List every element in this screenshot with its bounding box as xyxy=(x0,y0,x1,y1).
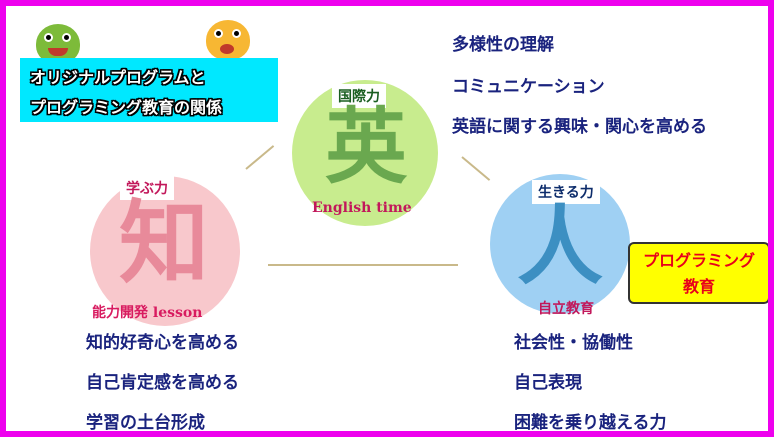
connector-line-left xyxy=(245,145,275,170)
human-subtitle: 自立教育 xyxy=(538,301,594,317)
top-point-2: コミュニケーション xyxy=(452,77,605,97)
left-point-1: 知的好奇心を高める xyxy=(86,333,239,353)
knowledge-subtitle: 能力開発 lesson xyxy=(92,305,203,321)
english-char: 英 xyxy=(324,99,407,195)
knowledge-tag: 学ぶ力 xyxy=(120,176,174,200)
yellow-mascot-icon xyxy=(206,20,250,60)
top-point-1: 多様性の理解 xyxy=(452,35,554,55)
left-point-3: 学習の土台形成 xyxy=(86,413,205,433)
english-subtitle: English time xyxy=(312,200,412,216)
title-line-2: プログラミング教育の関係 xyxy=(30,98,223,117)
right-point-2: 自己表現 xyxy=(514,373,582,393)
knowledge-circle xyxy=(90,176,240,326)
right-point-3: 困難を乗り越える力 xyxy=(514,413,667,433)
knowledge-char: 知 xyxy=(119,190,209,296)
title-box: オリジナルプログラムと プログラミング教育の関係 xyxy=(20,58,278,122)
connector-line-right xyxy=(461,156,491,181)
human-char: 人 xyxy=(517,196,603,297)
top-point-3: 英語に関する興味・関心を高める xyxy=(452,117,707,137)
right-point-1: 社会性・協働性 xyxy=(514,333,633,353)
programming-line-1: プログラミング xyxy=(642,251,755,270)
connector-line-bottom xyxy=(268,264,458,266)
green-mascot-icon xyxy=(36,24,80,64)
programming-education-box: プログラミング 教育 xyxy=(628,242,768,304)
left-point-2: 自己肯定感を高める xyxy=(86,373,239,393)
programming-line-2: 教育 xyxy=(682,277,715,296)
human-tag: 生きる力 xyxy=(532,180,600,204)
english-tag: 国際力 xyxy=(332,84,386,108)
title-line-1: オリジナルプログラムと xyxy=(30,68,206,87)
